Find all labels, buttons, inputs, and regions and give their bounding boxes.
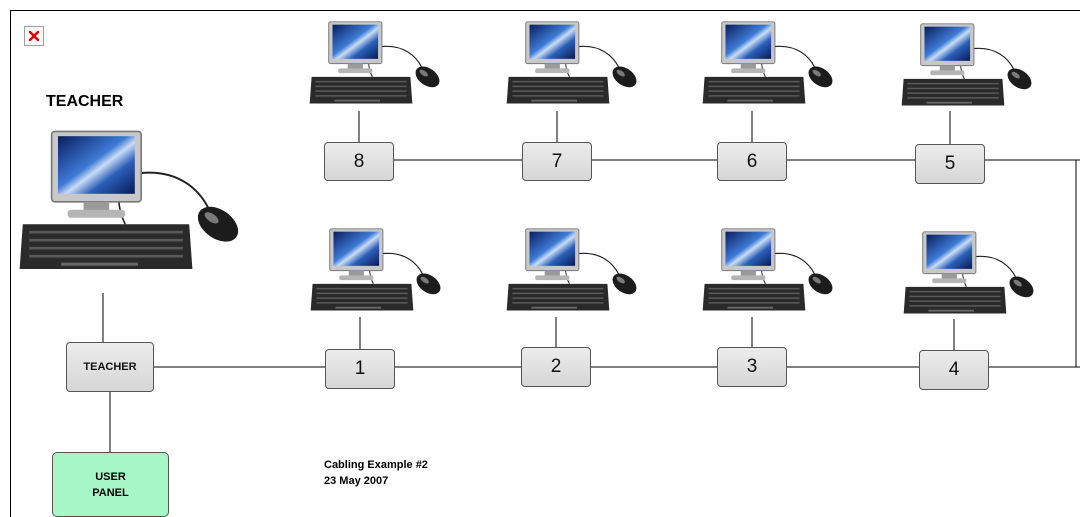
connection-node-8: 8 [324, 142, 394, 181]
student-computer-icon [309, 21, 440, 104]
diagram-caption: Cabling Example #2 23 May 2007 [324, 457, 428, 489]
caption-title: Cabling Example #2 [324, 459, 428, 471]
student-computer-icon [506, 21, 637, 104]
student-computer-icon [702, 228, 833, 311]
teacher-node: TEACHER [66, 342, 154, 392]
connection-node-5: 5 [915, 144, 985, 184]
user-panel-line1: USER [95, 470, 126, 483]
teacher-computer-icon [19, 130, 239, 269]
caption-date: 23 May 2007 [324, 475, 389, 487]
student-computer-icon [310, 228, 441, 311]
connection-node-6: 6 [717, 142, 787, 181]
user-panel-line2: PANEL [92, 486, 129, 499]
connection-node-2: 2 [521, 347, 591, 387]
frame-left [10, 10, 11, 517]
student-computer-icon [901, 23, 1032, 106]
connection-node-4: 4 [919, 350, 989, 390]
user-panel: USER PANEL [52, 452, 169, 517]
connection-node-3: 3 [717, 347, 787, 387]
connection-node-1: 1 [325, 349, 395, 389]
student-computer-icon [702, 21, 833, 104]
broken-image-icon [24, 26, 44, 46]
student-computer-icon [506, 228, 637, 311]
frame-top [10, 10, 1080, 11]
teacher-heading: TEACHER [46, 93, 124, 110]
student-computer-icon [903, 231, 1034, 314]
connection-node-7: 7 [522, 142, 592, 181]
